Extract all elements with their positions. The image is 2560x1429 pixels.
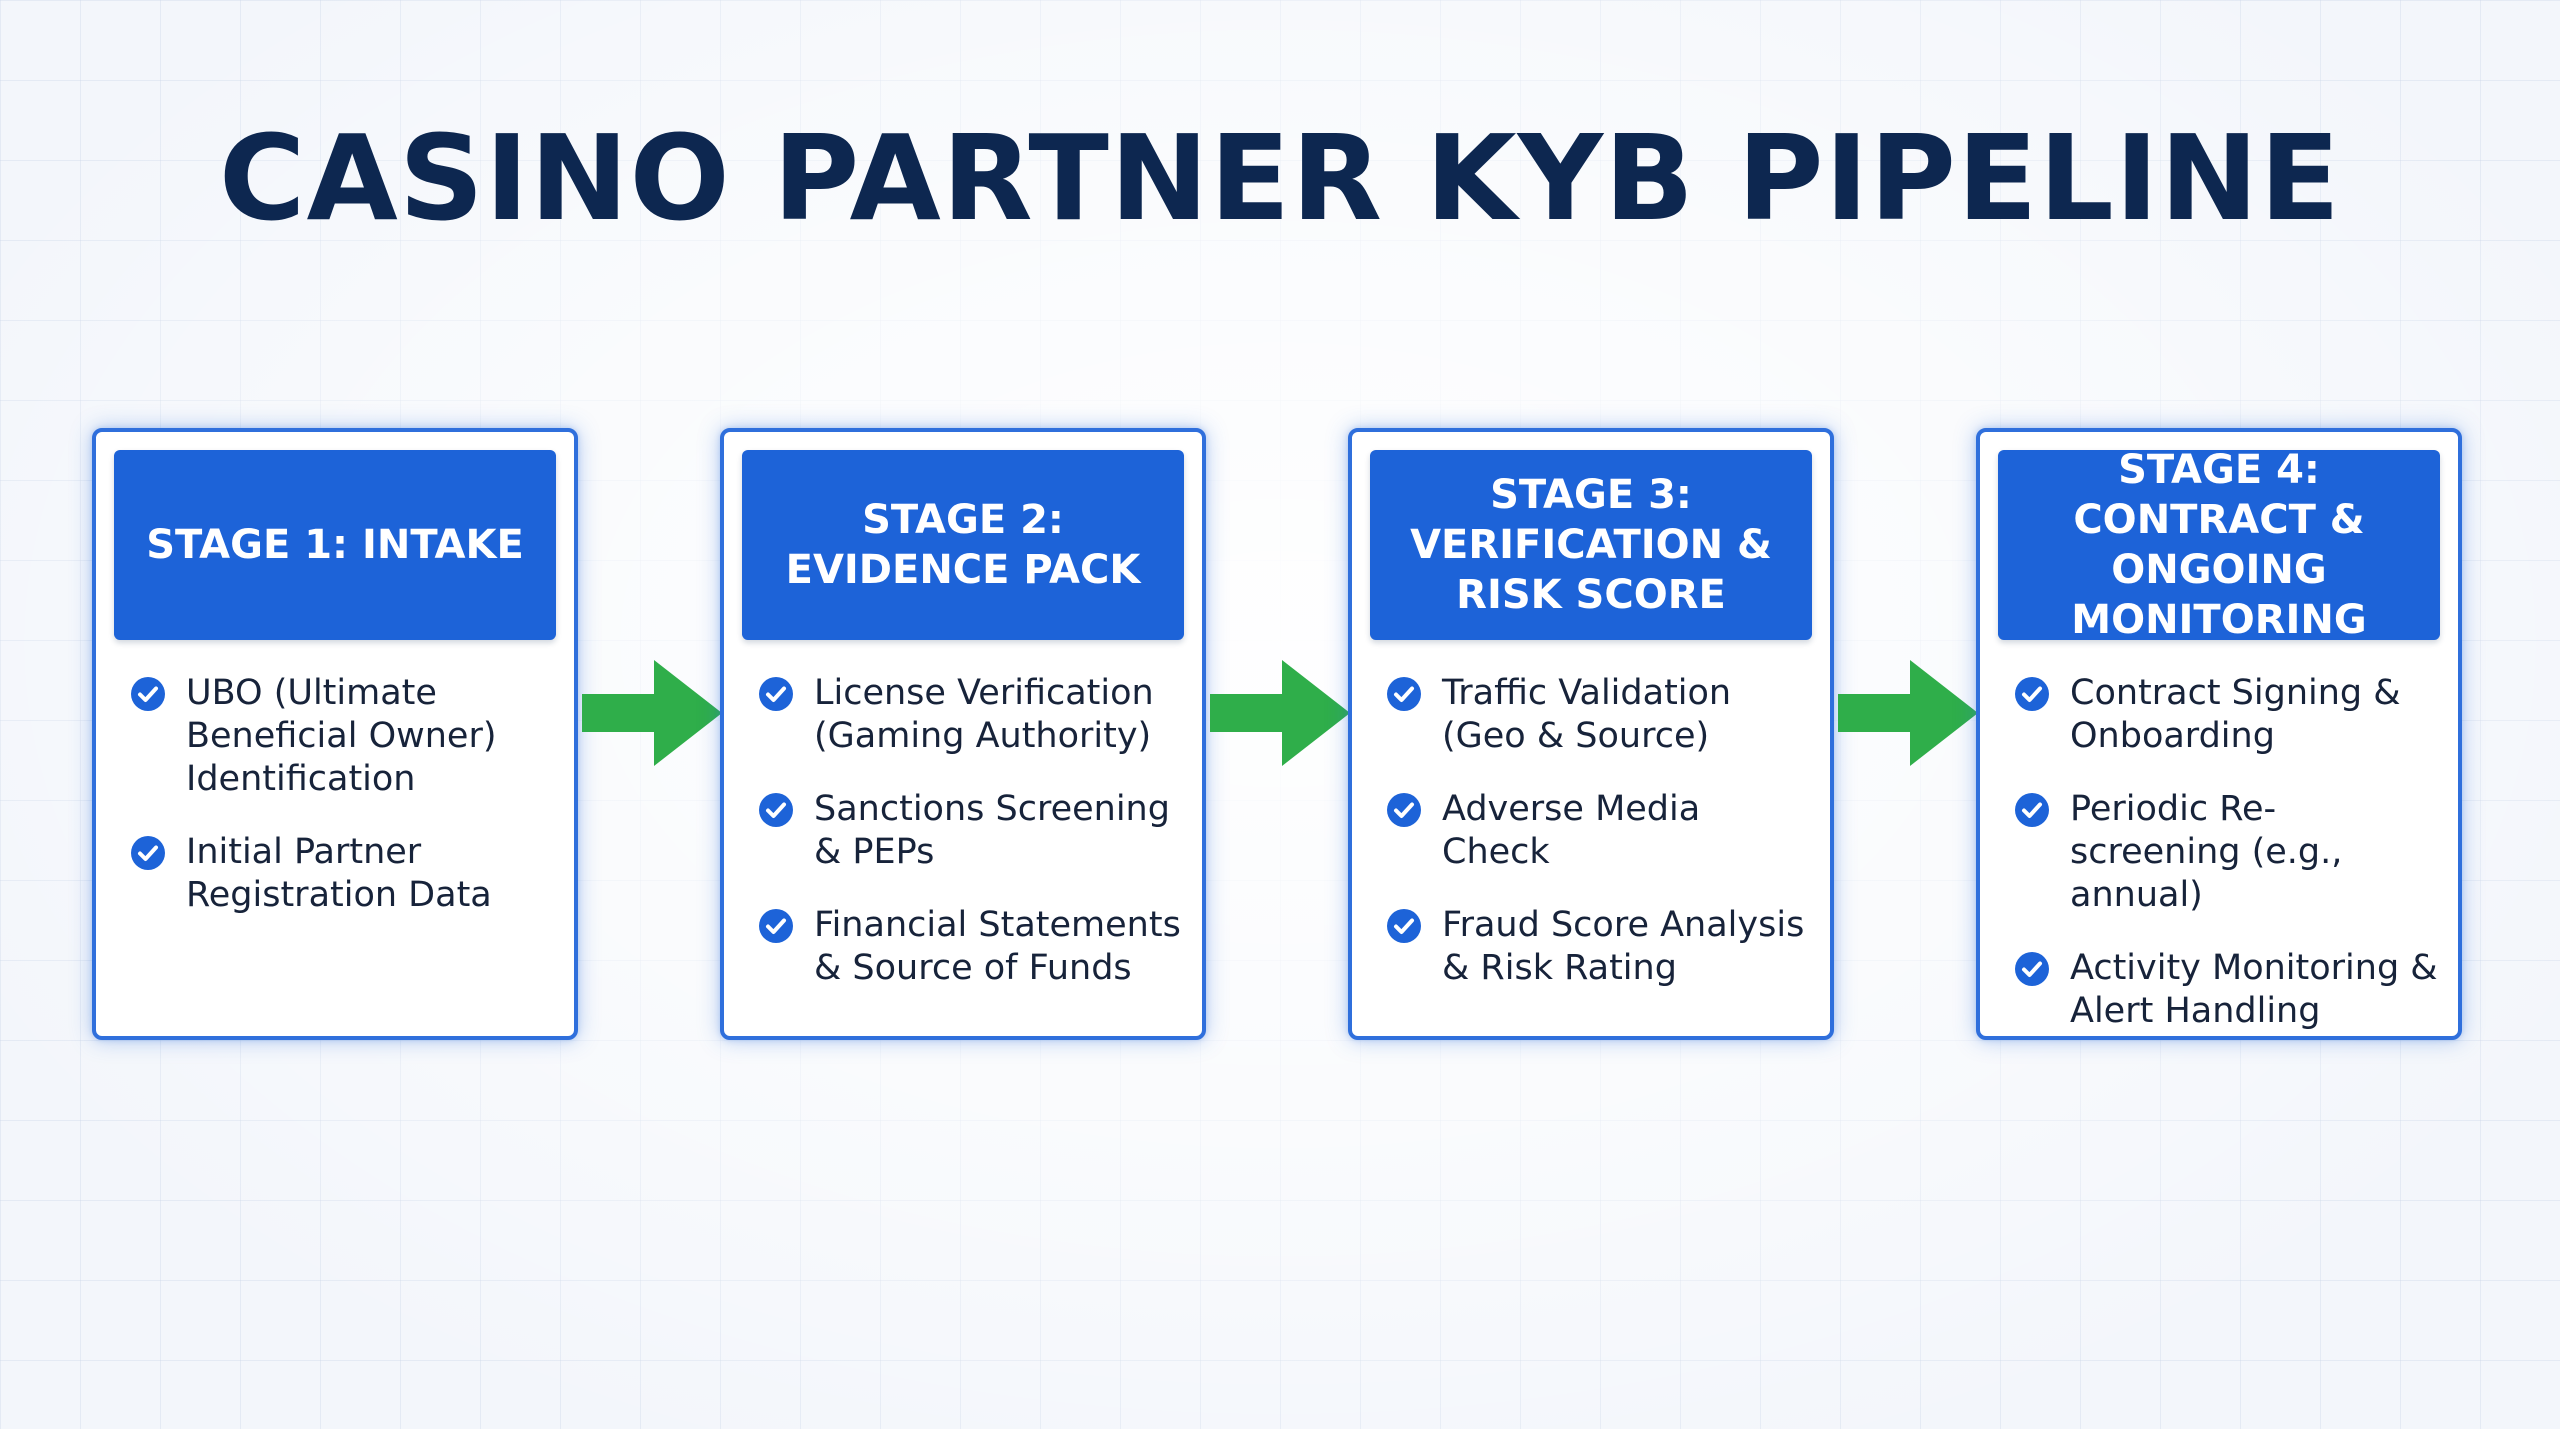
stage-3-card: STAGE 3: VERIFICATION & RISK SCORE Traff… xyxy=(1348,428,1834,1040)
checklist-item: Activity Monitoring & Alert Handling xyxy=(2014,947,2440,1033)
check-circle-icon xyxy=(759,793,793,827)
check-circle-icon xyxy=(759,677,793,711)
checklist-item-text: Financial Statements & Source of Funds xyxy=(814,905,1181,988)
checklist-item: Traffic Validation (Geo & Source) xyxy=(1386,672,1812,758)
stage-1-checklist: UBO (Ultimate Beneficial Owner) Identifi… xyxy=(130,672,556,947)
stage-3-checklist: Traffic Validation (Geo & Source) Advers… xyxy=(1386,672,1812,1020)
stage-2-card: STAGE 2: EVIDENCE PACK License Verificat… xyxy=(720,428,1206,1040)
check-circle-icon xyxy=(759,909,793,943)
check-circle-icon xyxy=(131,836,165,870)
checklist-item-text: Contract Signing & Onboarding xyxy=(2070,673,2401,756)
checklist-item: UBO (Ultimate Beneficial Owner) Identifi… xyxy=(130,672,556,801)
checklist-item: Periodic Re-screening (e.g., annual) xyxy=(2014,788,2440,917)
stage-4-header: STAGE 4: CONTRACT & ONGOING MONITORING xyxy=(1998,447,2440,643)
check-circle-icon xyxy=(1387,677,1421,711)
arrow-right-icon xyxy=(582,660,722,766)
page-title: CASINO PARTNER KYB PIPELINE xyxy=(218,109,2342,247)
check-circle-icon xyxy=(131,677,165,711)
checklist-item: Initial Partner Registration Data xyxy=(130,831,556,917)
check-circle-icon xyxy=(2015,677,2049,711)
checklist-item-text: Activity Monitoring & Alert Handling xyxy=(2070,948,2438,1031)
checklist-item-text: Adverse Media Check xyxy=(1442,789,1701,872)
checklist-item: Contract Signing & Onboarding xyxy=(2014,672,2440,758)
checklist-item: Sanctions Screening & PEPs xyxy=(758,788,1184,874)
arrow-right-icon xyxy=(1838,660,1978,766)
check-circle-icon xyxy=(2015,793,2049,827)
checklist-item-text: Initial Partner Registration Data xyxy=(186,832,492,915)
checklist-item: Financial Statements & Source of Funds xyxy=(758,904,1184,990)
checklist-item-text: Periodic Re-screening (e.g., annual) xyxy=(2070,789,2343,915)
check-circle-icon xyxy=(2015,952,2049,986)
stage-2-header: STAGE 2: EVIDENCE PACK xyxy=(742,450,1184,640)
checklist-item: Adverse Media Check xyxy=(1386,788,1812,874)
stage-3-header: STAGE 3: VERIFICATION & RISK SCORE xyxy=(1370,450,1812,640)
stage-4-card: STAGE 4: CONTRACT & ONGOING MONITORING C… xyxy=(1976,428,2462,1040)
checklist-item: Fraud Score Analysis & Risk Rating xyxy=(1386,904,1812,990)
checklist-item-text: UBO (Ultimate Beneficial Owner) Identifi… xyxy=(186,673,497,799)
stage-4-checklist: Contract Signing & Onboarding Periodic R… xyxy=(2014,672,2440,1063)
stage-1-card: STAGE 1: INTAKE UBO (Ultimate Beneficial… xyxy=(92,428,578,1040)
checklist-item: License Verification (Gaming Authority) xyxy=(758,672,1184,758)
checklist-item-text: Fraud Score Analysis & Risk Rating xyxy=(1442,905,1805,988)
checklist-item-text: Sanctions Screening & PEPs xyxy=(814,789,1170,872)
check-circle-icon xyxy=(1387,909,1421,943)
checklist-item-text: License Verification (Gaming Authority) xyxy=(814,673,1154,756)
arrow-right-icon xyxy=(1210,660,1350,766)
checklist-item-text: Traffic Validation (Geo & Source) xyxy=(1442,673,1732,756)
stage-1-header: STAGE 1: INTAKE xyxy=(114,450,556,640)
check-circle-icon xyxy=(1387,793,1421,827)
stage-2-checklist: License Verification (Gaming Authority) … xyxy=(758,672,1184,1020)
